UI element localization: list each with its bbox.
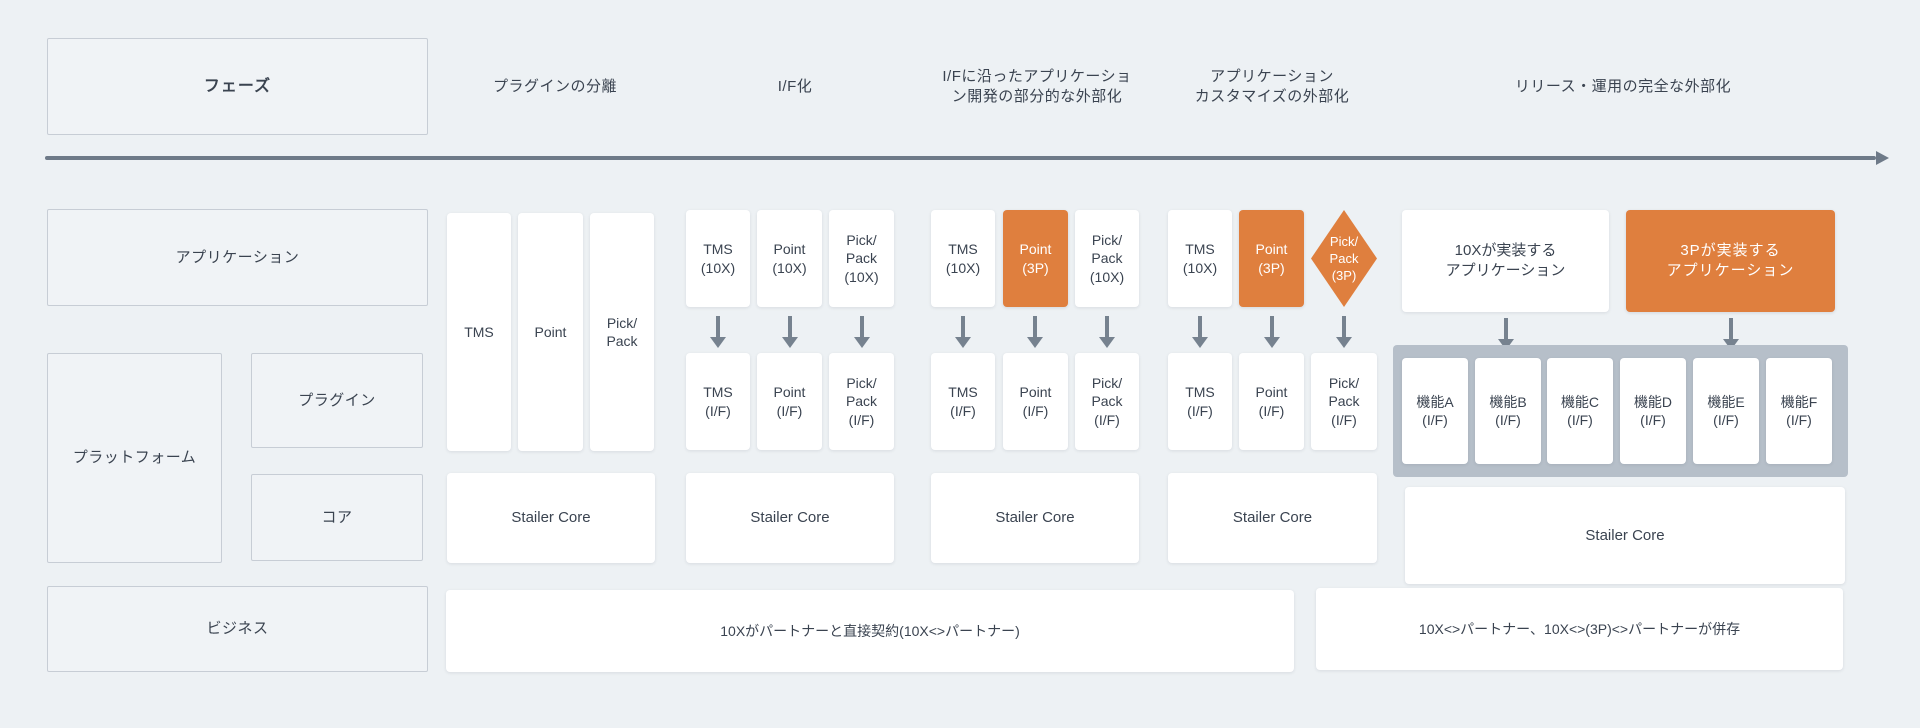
layer-platform-box: プラットフォーム	[47, 353, 222, 563]
p2-arrow-down-pickpack-icon	[854, 316, 870, 349]
p1-stailer-core-box: Stailer Core	[447, 473, 655, 563]
p2-point-if-box: Point (I/F)	[757, 353, 822, 450]
p4-pickpack-if-box: Pick/ Pack (I/F)	[1311, 353, 1377, 450]
p3-tms-if-box: TMS (I/F)	[931, 353, 995, 450]
p5-arrow-down-10x-icon	[1498, 318, 1514, 351]
layer-business-box: ビジネス	[47, 586, 428, 672]
p1-pickpack-box: Pick/ Pack	[590, 213, 654, 451]
p5-arrow-down-3p-icon	[1723, 318, 1739, 351]
p2-stailer-core-box: Stailer Core	[686, 473, 894, 563]
p2-point-10x-box: Point (10X)	[757, 210, 822, 307]
p4-arrow-down-tms-icon	[1192, 316, 1208, 349]
layer-plugin-box: プラグイン	[251, 353, 423, 448]
p4-point-3p-box: Point (3P)	[1239, 210, 1304, 307]
business-contract-coexist-box: 10X<>パートナー、10X<>(3P)<>パートナーが併存	[1316, 588, 1843, 670]
p3-pickpack-if-box: Pick/ Pack (I/F)	[1075, 353, 1139, 450]
p3-pickpack-10x-box: Pick/ Pack (10X)	[1075, 210, 1139, 307]
p3-point-3p-box: Point (3P)	[1003, 210, 1068, 307]
p1-point-box: Point	[518, 213, 583, 451]
layer-core-box: コア	[251, 474, 423, 561]
p4-arrow-down-pickpack-icon	[1336, 316, 1352, 349]
p5-stailer-core-box: Stailer Core	[1405, 487, 1845, 584]
layer-application-box: アプリケーション	[47, 209, 428, 306]
p4-tms-if-box: TMS (I/F)	[1168, 353, 1232, 450]
p4-arrow-down-point-icon	[1264, 316, 1280, 349]
timeline-line	[45, 156, 1876, 160]
p2-pickpack-if-box: Pick/ Pack (I/F)	[829, 353, 894, 450]
p4-point-if-box: Point (I/F)	[1239, 353, 1304, 450]
p3-tms-10x-box: TMS (10X)	[931, 210, 995, 307]
p3-arrow-down-tms-icon	[955, 316, 971, 349]
phase-label-full-externalization: リリース・運用の完全な外部化	[1514, 77, 1732, 95]
p5-feature-f-box: 機能F (I/F)	[1766, 358, 1832, 464]
business-contract-direct-box: 10Xがパートナーと直接契約(10X<>パートナー)	[446, 590, 1294, 672]
p4-tms-10x-box: TMS (10X)	[1168, 210, 1232, 307]
p3-arrow-down-point-icon	[1027, 316, 1043, 349]
p5-feature-e-box: 機能E (I/F)	[1693, 358, 1759, 464]
p4-stailer-core-box: Stailer Core	[1168, 473, 1377, 563]
phase-label-customize-externalization: アプリケーション カスタマイズの外部化	[1194, 67, 1350, 105]
p4-pickpack-3p-diamond: Pick/ Pack (3P)	[1311, 210, 1377, 307]
p2-tms-if-box: TMS (I/F)	[686, 353, 750, 450]
p5-app-3p-box: 3Pが実装する アプリケーション	[1626, 210, 1835, 312]
p5-feature-c-box: 機能C (I/F)	[1547, 358, 1613, 464]
timeline-arrowhead-icon	[1876, 151, 1889, 165]
phase-label-partial-externalization: I/Fに沿ったアプリケーショ ン開発の部分的な外部化	[942, 67, 1132, 105]
phase-label-plugin-separation: プラグインの分離	[492, 77, 617, 95]
p5-feature-d-box: 機能D (I/F)	[1620, 358, 1686, 464]
phase-title-box: フェーズ	[47, 38, 428, 135]
p5-app-10x-box: 10Xが実装する アプリケーション	[1402, 210, 1609, 312]
p2-tms-10x-box: TMS (10X)	[686, 210, 750, 307]
p5-feature-a-box: 機能A (I/F)	[1402, 358, 1468, 464]
p1-tms-box: TMS	[447, 213, 511, 451]
p3-stailer-core-box: Stailer Core	[931, 473, 1139, 563]
p2-arrow-down-point-icon	[782, 316, 798, 349]
p2-arrow-down-tms-icon	[710, 316, 726, 349]
p5-feature-b-box: 機能B (I/F)	[1475, 358, 1541, 464]
p3-arrow-down-pickpack-icon	[1099, 316, 1115, 349]
p2-pickpack-10x-box: Pick/ Pack (10X)	[829, 210, 894, 307]
phase-label-ifization: I/F化	[777, 77, 813, 95]
p3-point-if-box: Point (I/F)	[1003, 353, 1068, 450]
